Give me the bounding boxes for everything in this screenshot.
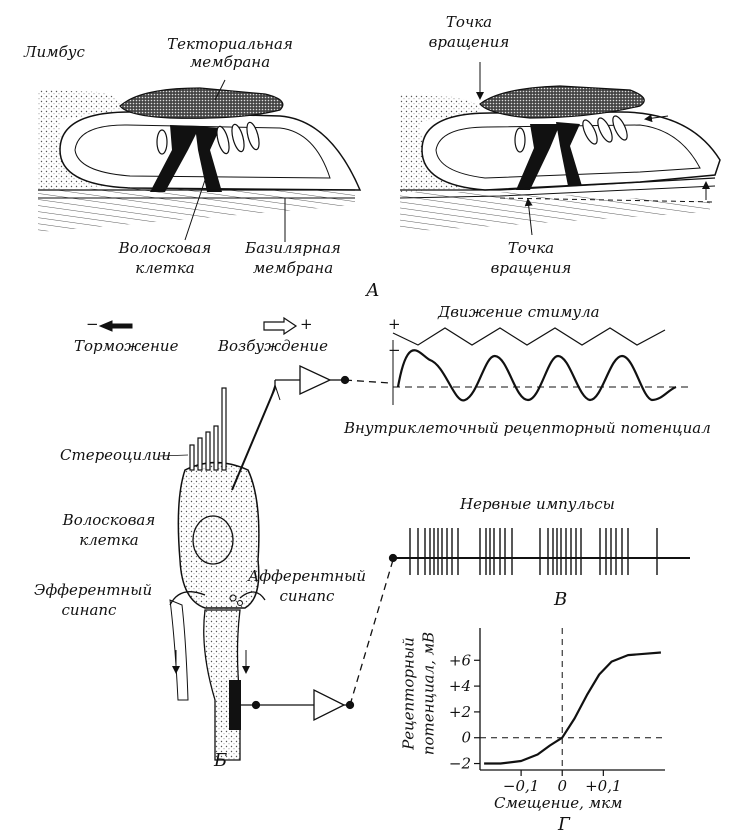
label-hair-cell-b-line1: Волосковая bbox=[62, 511, 156, 529]
label-nerve-impulses: Нервные импульсы bbox=[460, 495, 615, 513]
leader-stereocilia bbox=[159, 454, 189, 457]
wiring bbox=[240, 364, 398, 722]
tectorial-membrane-right bbox=[479, 85, 645, 119]
label-tectorial-line1: Текториальная bbox=[167, 35, 293, 53]
x-tick-label-1: 0 bbox=[557, 777, 567, 795]
y-tick-label-0: −2 bbox=[449, 755, 471, 773]
label-stimulus-plus: + bbox=[388, 315, 401, 333]
recording-electrode-block bbox=[229, 680, 241, 730]
graph-y-label-line1: Рецепторный bbox=[399, 637, 418, 750]
label-limbus: Лимбус bbox=[24, 43, 85, 61]
x-tick-label-2: +0,1 bbox=[585, 777, 621, 795]
receptor-potential-curve bbox=[484, 651, 661, 765]
nucleus bbox=[192, 515, 234, 565]
label-stimulus: Движение стимула bbox=[438, 303, 600, 321]
label-pivot-top-line1: Точка bbox=[445, 13, 493, 31]
efferent-fiber bbox=[169, 599, 189, 701]
pivot-bottom-arrow bbox=[524, 198, 533, 236]
leader-tectorial-left bbox=[214, 79, 226, 101]
limbus-left bbox=[38, 90, 123, 190]
panel-a-left-drawing bbox=[38, 79, 362, 242]
leader-hair-cell-left bbox=[184, 179, 206, 241]
outer-hair-cells-right bbox=[514, 115, 628, 153]
label-basilar-line2: мембрана bbox=[252, 259, 334, 277]
label-inhibition: Торможение bbox=[74, 337, 179, 355]
y-tick-label-3: +4 bbox=[449, 677, 471, 695]
label-hair-cell-b-line2: клетка bbox=[79, 531, 139, 549]
amplifier-top bbox=[299, 364, 332, 396]
label-efferent-line2: синапс bbox=[61, 601, 117, 619]
pillar-cells-left bbox=[150, 125, 222, 192]
label-minus-sign: − bbox=[86, 315, 99, 333]
y-tick-label-4: +6 bbox=[449, 651, 472, 669]
label-pivot-bottom-line2: вращения bbox=[490, 259, 572, 277]
label-tectorial-line2: мембрана bbox=[189, 53, 271, 71]
amplifier-bottom bbox=[313, 688, 346, 722]
microelectrode bbox=[231, 387, 276, 491]
y-tick-label-2: +2 bbox=[449, 703, 471, 721]
label-stereocilia: Стереоцилии bbox=[60, 446, 172, 464]
spiral-ligament-left bbox=[38, 188, 355, 232]
label-pivot-bottom-line1: Точка bbox=[507, 239, 555, 257]
graph-y-label-line2: потенциал, мВ bbox=[419, 631, 438, 756]
inhibition-arrow bbox=[98, 320, 133, 332]
x-tick-label-0: −0,1 bbox=[503, 777, 539, 795]
hair-cell-drawing bbox=[159, 383, 281, 761]
label-plus-sign: + bbox=[300, 315, 313, 333]
label-receptor-potential: Внутриклеточный рецепторный потенциал bbox=[344, 419, 711, 437]
panel-a-right-drawing bbox=[399, 62, 721, 236]
label-pivot-top-line2: вращения bbox=[428, 33, 510, 51]
label-efferent-line1: Эфферентный bbox=[34, 581, 153, 599]
label-basilar-line1: Базилярная bbox=[245, 239, 341, 257]
afferent-synapse bbox=[239, 591, 266, 601]
spike-train bbox=[409, 528, 658, 575]
label-stimulus-minus: − bbox=[388, 341, 401, 359]
panel-v-traces bbox=[392, 327, 690, 575]
stimulus-trace bbox=[392, 327, 666, 346]
label-afferent-line1: Афферентный bbox=[248, 567, 367, 585]
spiral-ligament-right bbox=[400, 192, 710, 232]
panel-letter-a: А bbox=[366, 280, 380, 301]
receptor-potential-graph: −2 0 +2 +4 +6 −0,1 0 +0,1 bbox=[449, 628, 665, 795]
direction-arrows bbox=[98, 316, 298, 336]
panel-letter-g: Г bbox=[558, 814, 570, 835]
excitation-arrow bbox=[263, 316, 298, 336]
stereocilia-bundle bbox=[189, 387, 227, 471]
y-tick-label-1: 0 bbox=[461, 729, 471, 747]
receptor-potential-trace bbox=[396, 349, 677, 402]
inner-tunnel-left bbox=[74, 124, 331, 179]
panel-letter-v: В bbox=[554, 589, 568, 610]
panel-letter-b: Б bbox=[214, 750, 228, 771]
shear-arrow bbox=[644, 114, 669, 123]
label-excitation: Возбуждение bbox=[218, 337, 328, 355]
efferent-synapse bbox=[169, 591, 206, 606]
limbus-right bbox=[400, 95, 480, 192]
tectorial-membrane-left bbox=[119, 87, 284, 119]
label-hair-cell-a-line1: Волосковая bbox=[118, 239, 212, 257]
graph-x-label: Смещение, мкм bbox=[494, 794, 623, 812]
pillar-cells-right bbox=[516, 122, 582, 190]
inner-tunnel-right bbox=[435, 124, 701, 179]
label-hair-cell-a-line2: клетка bbox=[135, 259, 195, 277]
outer-hair-cells-left bbox=[156, 121, 260, 155]
label-afferent-line2: синапс bbox=[279, 587, 335, 605]
